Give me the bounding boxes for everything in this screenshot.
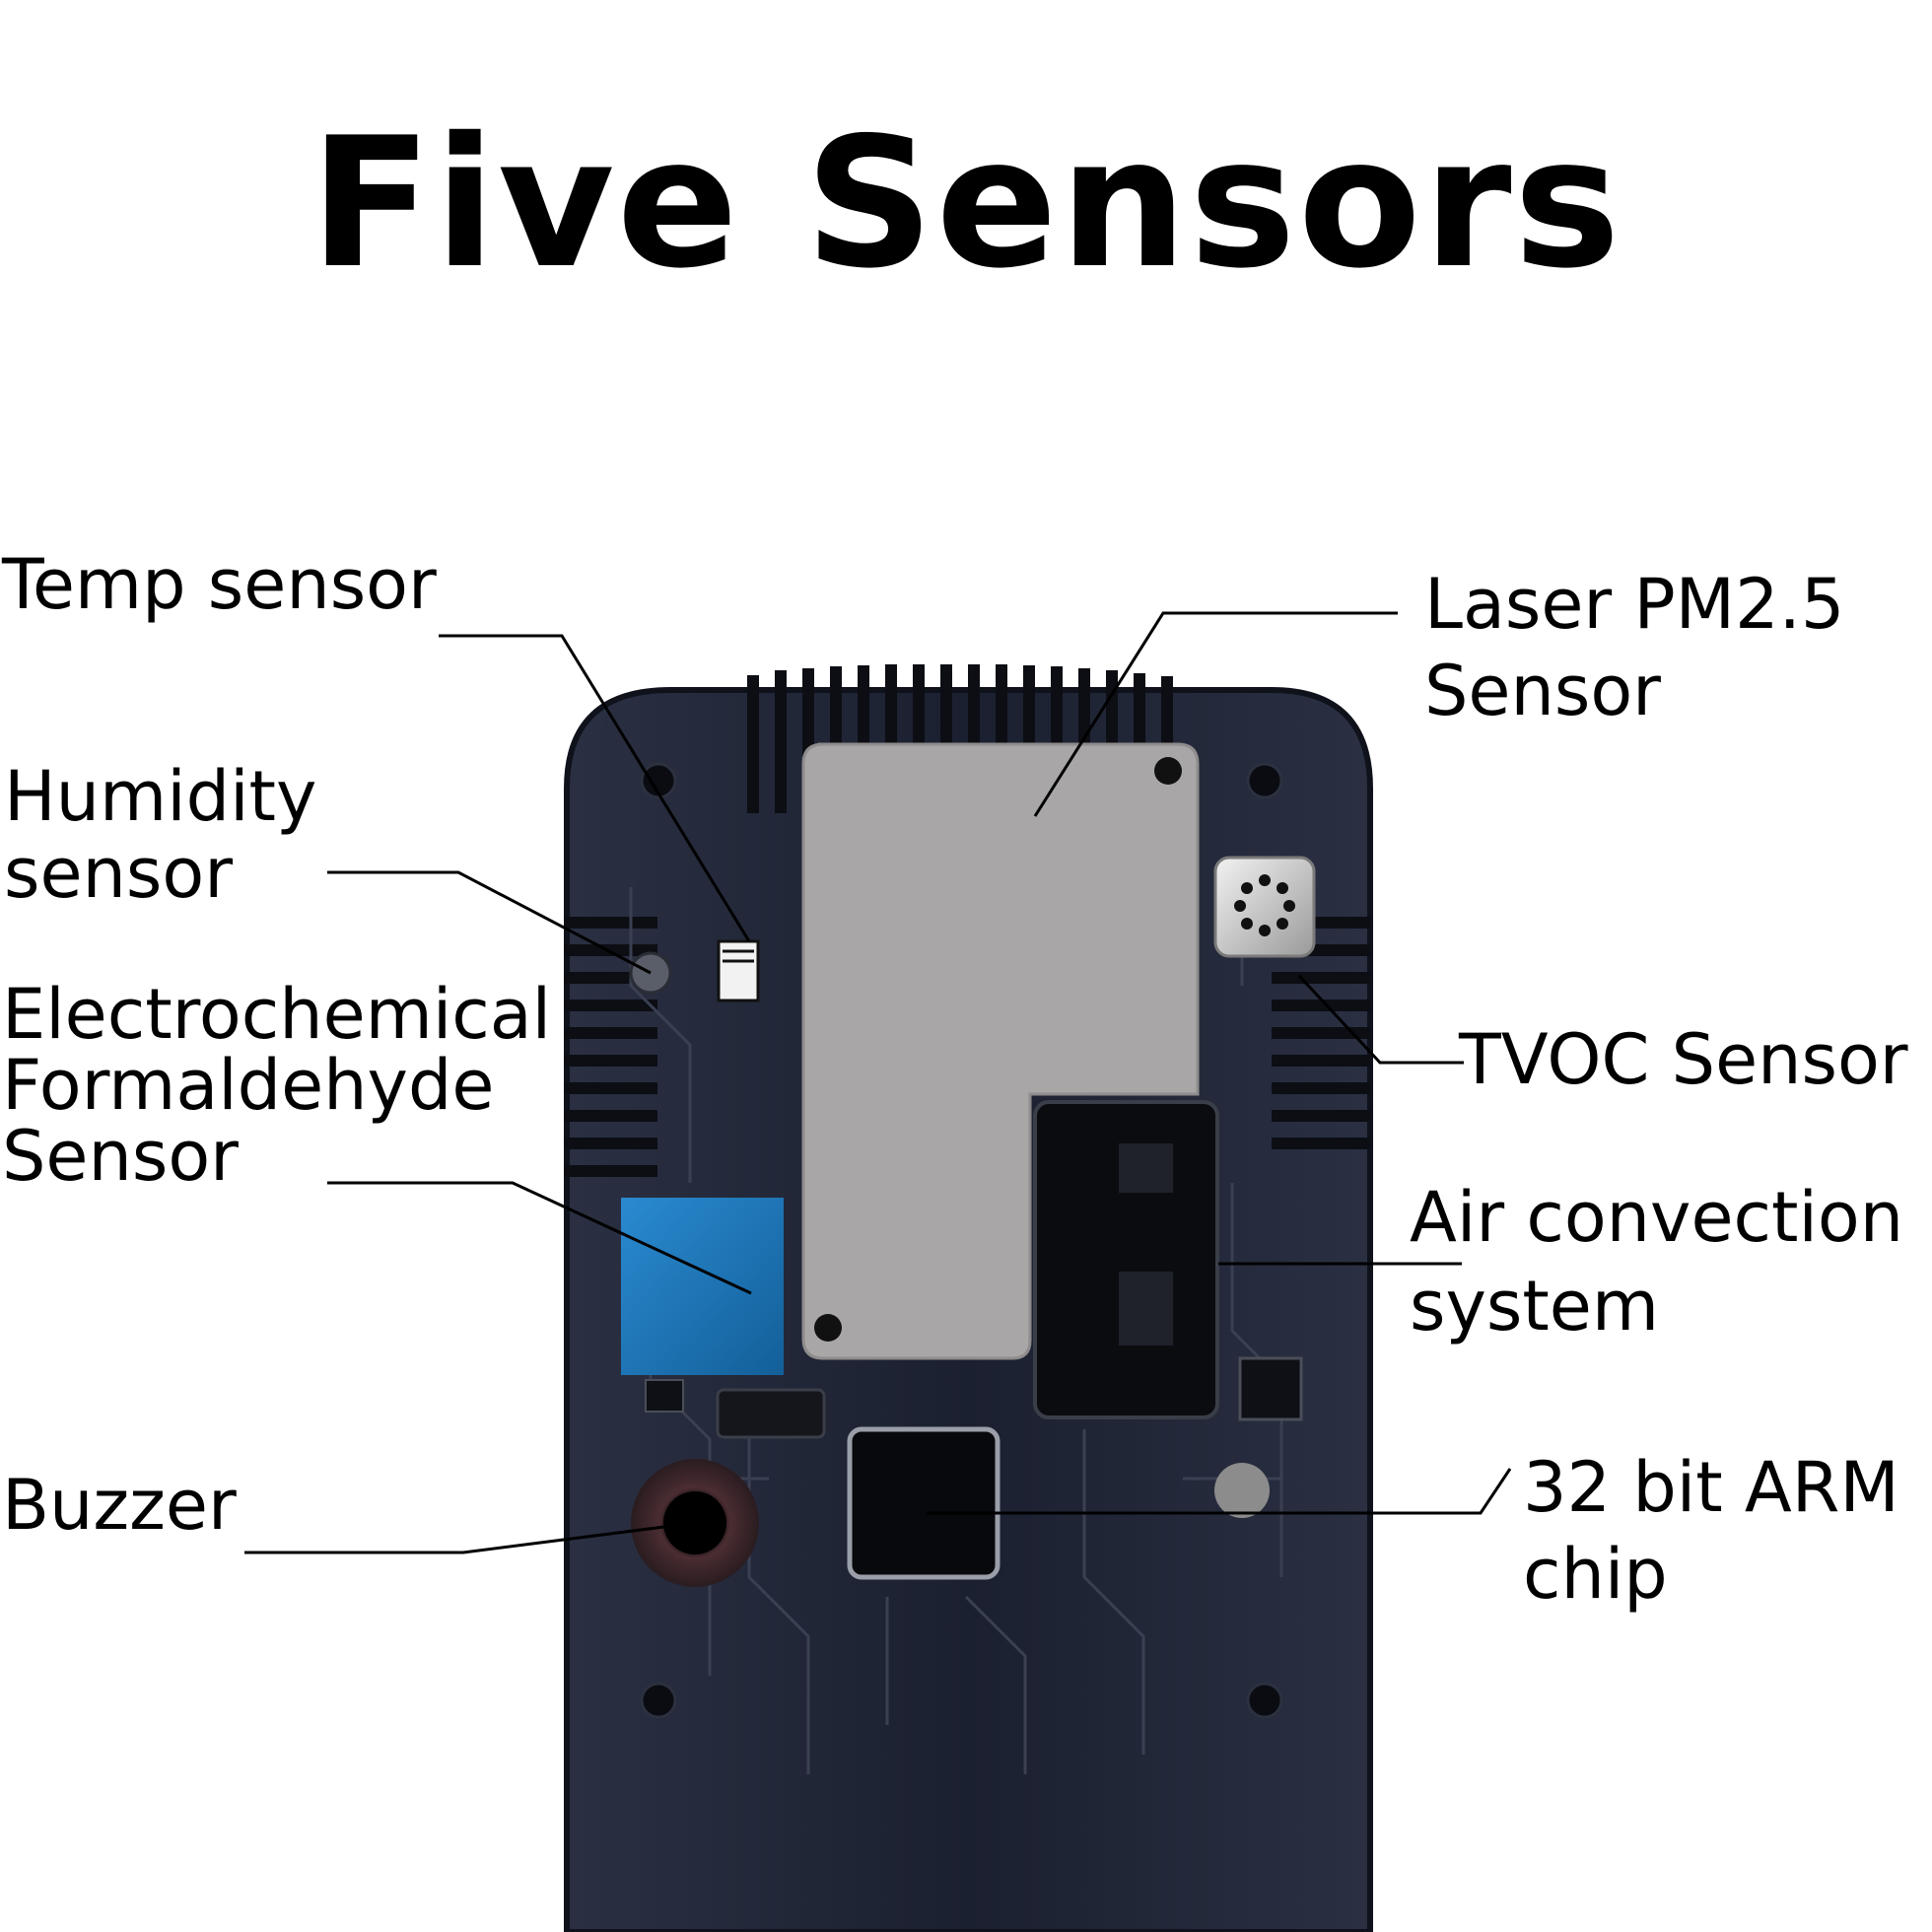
label-temp-sensor: Temp sensor bbox=[2, 544, 437, 625]
small-chip bbox=[1238, 1356, 1303, 1421]
leader-line-humidity bbox=[327, 870, 652, 975]
pm25-module-hole bbox=[1154, 757, 1182, 785]
tvoc-sensor bbox=[1213, 856, 1316, 958]
formaldehyde-sensor bbox=[621, 1198, 784, 1375]
fan-slot bbox=[1119, 1272, 1173, 1346]
left-side-vent bbox=[564, 917, 657, 1177]
leader-line-arm bbox=[927, 1468, 1512, 1515]
fan-slot bbox=[1119, 1143, 1173, 1193]
label-pm25-sensor: Laser PM2.5 Sensor bbox=[1424, 564, 1845, 731]
screws bbox=[640, 762, 1283, 1719]
leader-line-pm25 bbox=[1033, 611, 1398, 817]
small-chip bbox=[645, 1379, 684, 1413]
leader-line-buzzer bbox=[244, 1521, 696, 1554]
round-component bbox=[1214, 1463, 1270, 1518]
arm-chip bbox=[847, 1426, 1000, 1580]
crystal-component bbox=[716, 1388, 826, 1439]
tvoc-sensor-pattern bbox=[1234, 874, 1295, 936]
leader-lines bbox=[244, 611, 1512, 1554]
leader-line-tvoc bbox=[1297, 974, 1464, 1065]
leader-line-temp bbox=[439, 634, 751, 942]
label-arm-chip: 32 bit ARM chip bbox=[1523, 1447, 1899, 1615]
label-formaldehyde-sensor: Electrochemical Formaldehyde Sensor bbox=[2, 974, 552, 1197]
label-air-convection-system: Air convection system bbox=[1410, 1177, 1904, 1346]
leader-line-formaldehyde bbox=[327, 1181, 752, 1295]
pm25-module-hole bbox=[814, 1314, 842, 1342]
label-buzzer: Buzzer bbox=[2, 1465, 237, 1546]
pm25-module bbox=[801, 742, 1200, 1360]
page-title: Five Sensors bbox=[310, 99, 1622, 308]
label-humidity-sensor: Humidity sensor bbox=[4, 756, 317, 914]
label-tvoc-sensor: TVOC Sensor bbox=[1459, 1019, 1908, 1100]
